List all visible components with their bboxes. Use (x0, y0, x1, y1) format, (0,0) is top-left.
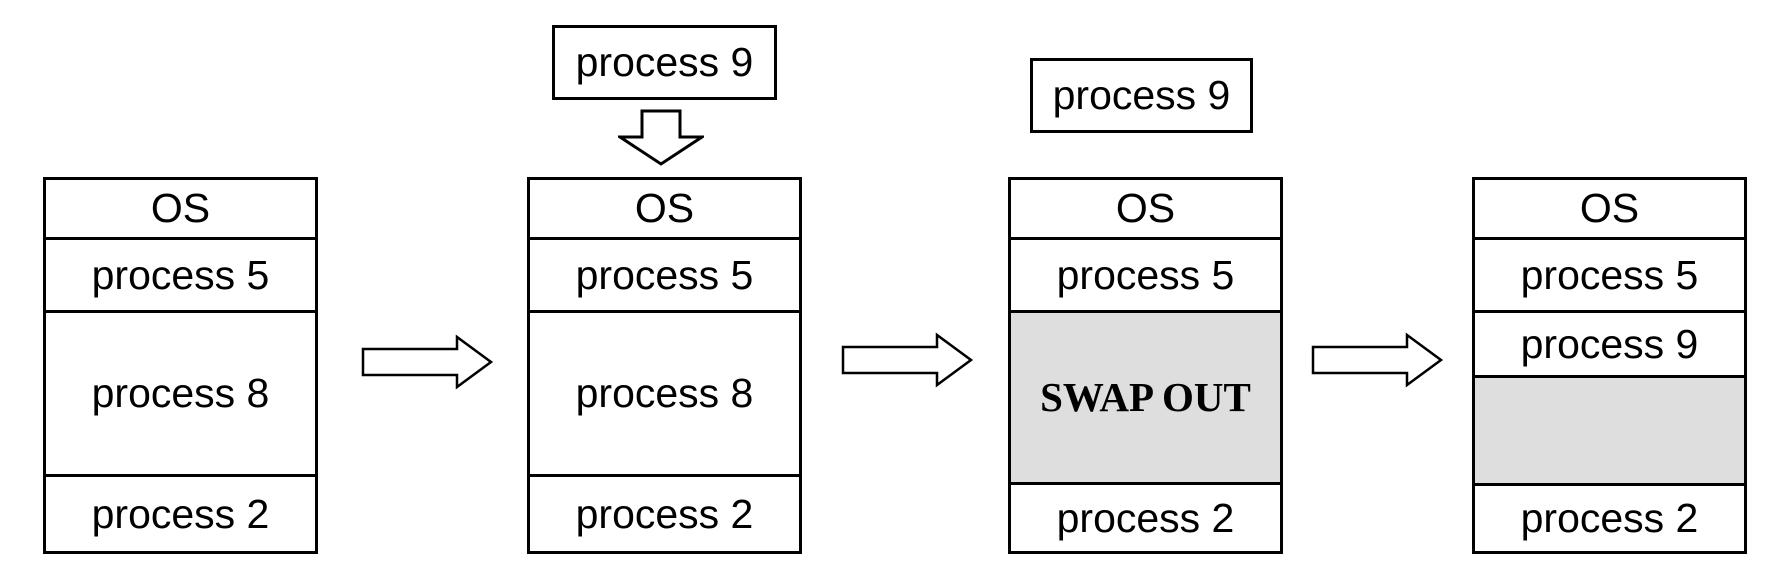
memory-block-process-2: process 2 (1011, 485, 1280, 551)
incoming-process-label: process 9 (575, 39, 754, 85)
memory-block-process-8: process 8 (46, 313, 315, 477)
waiting-process-box: process 9 (1030, 58, 1253, 133)
memory-block-process-2: process 2 (46, 477, 315, 551)
memory-block-process-5: process 5 (1475, 240, 1744, 313)
memory-block-os: OS (1011, 180, 1280, 240)
memory-map-stage-2: OS process 5 process 8 process 2 (527, 177, 802, 554)
memory-block-process-2: process 2 (530, 477, 799, 551)
memory-map-stage-3: OS process 5 SWAP OUT process 2 (1008, 177, 1283, 554)
free-space-block (1475, 378, 1744, 486)
memory-block-os: OS (46, 180, 315, 240)
memory-map-stage-4: OS process 5 process 9 process 2 (1472, 177, 1747, 554)
memory-block-process-2: process 2 (1475, 486, 1744, 551)
memory-block-process-9: process 9 (1475, 313, 1744, 378)
down-arrow-icon (618, 109, 704, 166)
memory-map-stage-1: OS process 5 process 8 process 2 (43, 177, 318, 554)
swap-out-block: SWAP OUT (1011, 313, 1280, 485)
waiting-process-label: process 9 (1052, 72, 1231, 118)
memory-block-process-5: process 5 (1011, 240, 1280, 313)
memory-block-process-5: process 5 (530, 240, 799, 313)
right-arrow-icon (1311, 332, 1444, 388)
incoming-process-box: process 9 (552, 25, 777, 100)
memory-block-process-5: process 5 (46, 240, 315, 313)
memory-block-process-8: process 8 (530, 313, 799, 477)
right-arrow-icon (361, 334, 494, 390)
right-arrow-icon (841, 332, 974, 388)
memory-block-os: OS (1475, 180, 1744, 240)
memory-block-os: OS (530, 180, 799, 240)
